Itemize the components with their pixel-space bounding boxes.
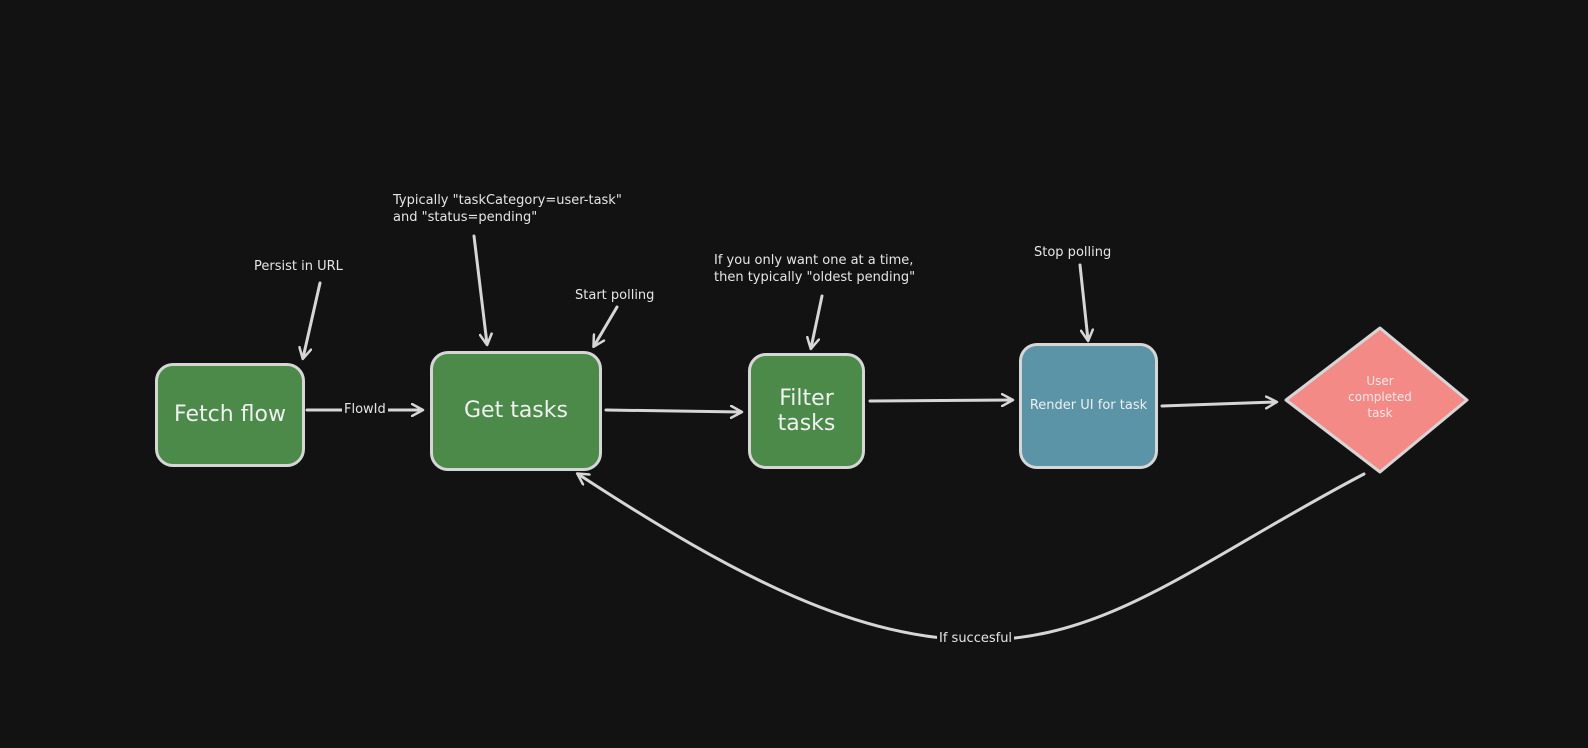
arrow-typically-note	[472, 234, 487, 344]
note-stop-polling: Stop polling	[1034, 245, 1112, 260]
node-render-ui: Render UI for task	[1019, 343, 1158, 469]
node-fetch-flow-label: Fetch flow	[174, 402, 286, 428]
arrow-start-polling-note	[594, 305, 619, 346]
arrow-filter-to-render	[868, 400, 1012, 401]
node-get-tasks: Get tasks	[430, 351, 602, 471]
arrow-stop-polling-note	[1078, 263, 1088, 340]
user-completed-diamond	[1284, 326, 1469, 474]
arrow-one-at-a-time-note	[811, 294, 824, 348]
arrow-render-to-completed	[1160, 402, 1276, 406]
arrow-persist-note	[303, 281, 322, 358]
note-typically-filter: Typically "taskCategory=user-task" and "…	[393, 193, 622, 225]
node-user-completed-label: User completed task	[1348, 374, 1412, 420]
node-filter-tasks: Filter tasks	[748, 353, 865, 469]
note-start-polling: Start polling	[575, 288, 655, 303]
node-get-tasks-label: Get tasks	[464, 398, 568, 424]
note-one-at-a-time: If you only want one at a time, then typ…	[714, 253, 916, 285]
node-filter-tasks-label: Filter tasks	[777, 385, 836, 436]
node-render-ui-label: Render UI for task	[1029, 397, 1148, 413]
note-persist-in-url: Persist in URL	[254, 259, 343, 274]
arrow-get-to-filter	[604, 410, 741, 412]
arrow-loop-back	[578, 474, 1366, 642]
edge-label-if-successful: If succesful	[937, 630, 1015, 647]
node-fetch-flow: Fetch flow	[155, 363, 305, 467]
edge-label-flowid: FlowId	[342, 401, 388, 418]
